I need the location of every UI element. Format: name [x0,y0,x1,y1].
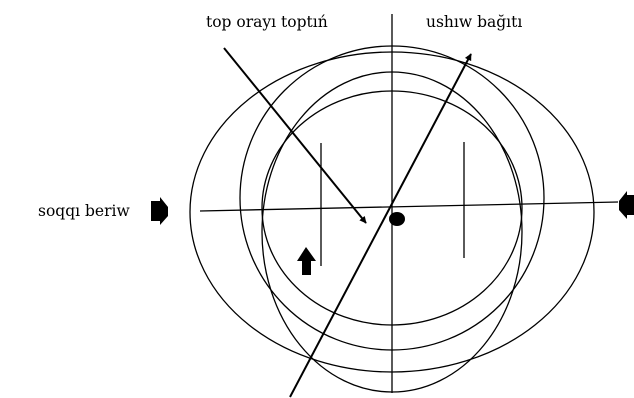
up-arrow-icon [297,247,316,275]
trajectory-arrow [223,47,367,224]
left-strike-marker [151,197,168,225]
strike-label: soqqı beriw [38,202,130,220]
flight-direction-arrow [289,53,472,398]
flight-direction-label: ushıw bağıtı [426,13,522,31]
center-ball [389,212,405,226]
ball-trajectory-label: top orayı toptıń [206,13,328,31]
horizontal-axis [199,201,619,212]
right-strike-marker [619,191,634,219]
